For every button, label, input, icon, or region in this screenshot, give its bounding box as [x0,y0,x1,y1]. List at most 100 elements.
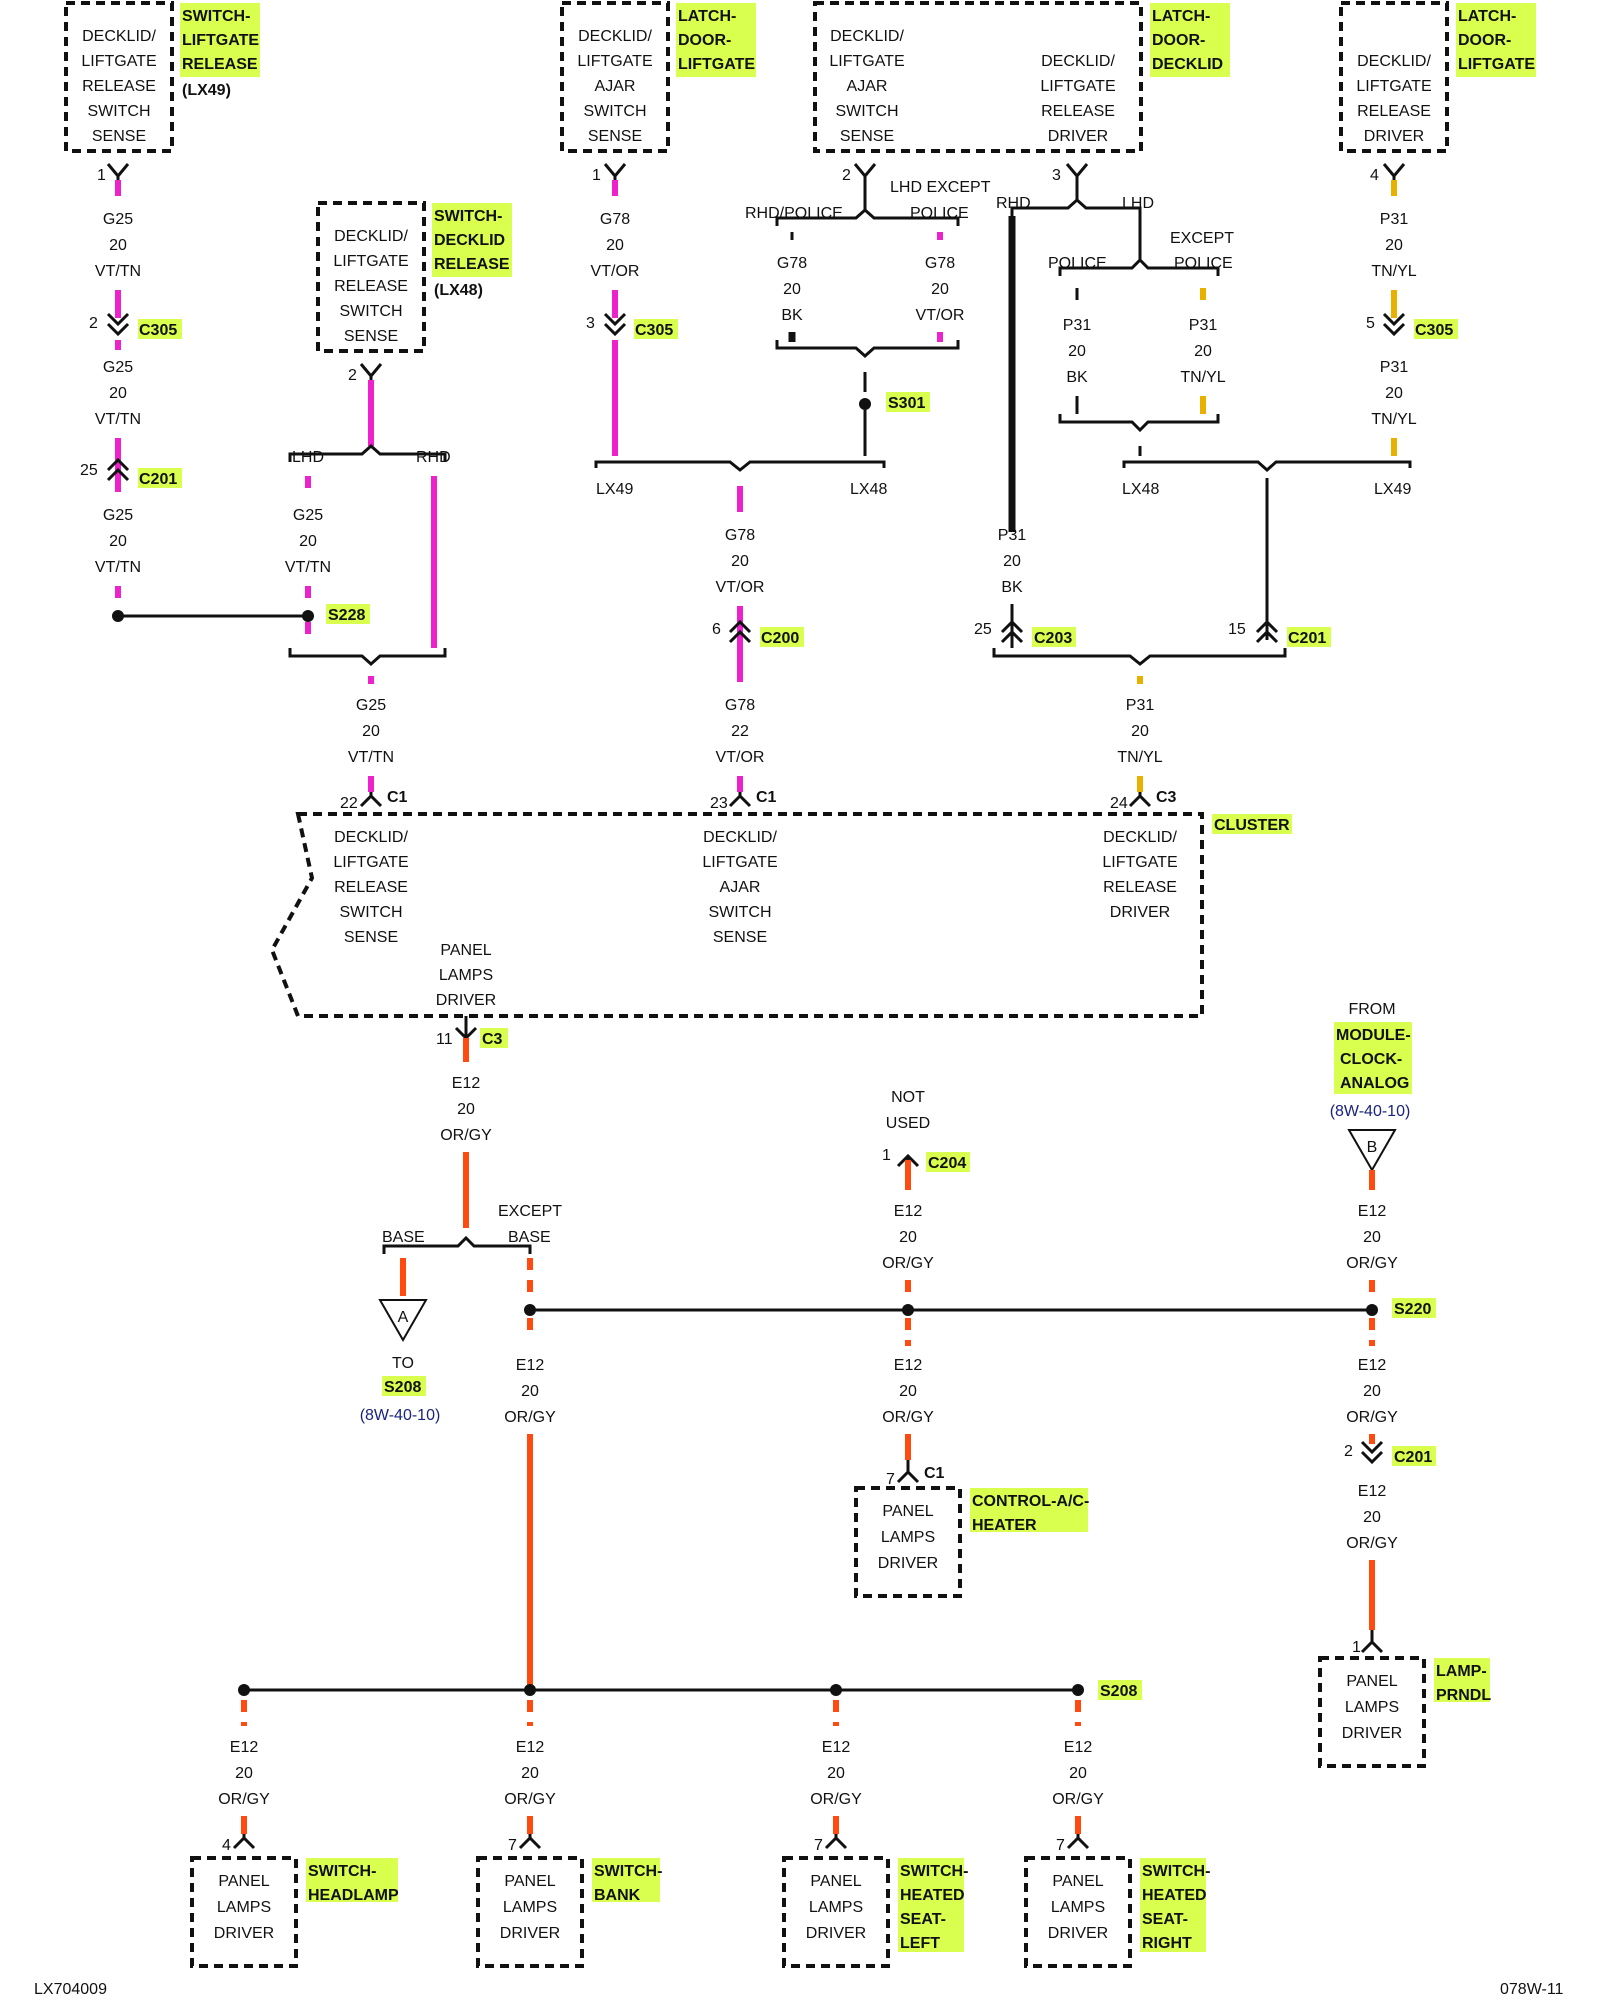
svg-text:OR/GY: OR/GY [810,1791,862,1808]
svg-text:20: 20 [1068,343,1086,360]
svg-text:20: 20 [1003,553,1021,570]
svg-text:PANEL: PANEL [504,1873,555,1890]
svg-text:TN/YL: TN/YL [1117,749,1162,766]
svg-text:SENSE: SENSE [713,929,767,946]
svg-text:LAMPS: LAMPS [217,1899,271,1916]
svg-text:25: 25 [80,462,98,479]
svg-text:S208: S208 [384,1379,421,1396]
svg-text:E12: E12 [452,1075,481,1092]
svg-text:2: 2 [348,367,357,384]
svg-text:C204: C204 [928,1155,966,1172]
svg-text:LIFTGATE: LIFTGATE [829,53,904,70]
svg-text:G25: G25 [103,211,133,228]
svg-text:POLICE: POLICE [1048,255,1107,272]
svg-text:P31: P31 [998,527,1027,544]
svg-text:PANEL: PANEL [218,1873,269,1890]
svg-text:DOOR-: DOOR- [1458,32,1511,49]
svg-text:20: 20 [1363,1229,1381,1246]
svg-text:S208: S208 [1100,1683,1137,1700]
svg-text:RHD: RHD [996,195,1031,212]
svg-text:C200: C200 [761,630,799,647]
svg-text:NOT: NOT [891,1089,925,1106]
footer-right-code: 078W-11 [1500,1981,1564,1998]
svg-text:20: 20 [362,723,380,740]
svg-text:VT/TN: VT/TN [95,559,141,576]
svg-text:LAMP-: LAMP- [1436,1663,1487,1680]
svg-text:SENSE: SENSE [344,929,398,946]
svg-text:RELEASE: RELEASE [1103,879,1177,896]
svg-text:DRIVER: DRIVER [436,992,496,1009]
wire-g25-column: 1 G25 20 VT/TN 2 C305 G25 20 VT/TN 25 C2… [80,163,308,622]
svg-text:LIFTGATE: LIFTGATE [1356,78,1431,95]
svg-text:P31: P31 [1063,317,1092,334]
svg-text:LX48: LX48 [850,481,887,498]
svg-text:CLOCK-: CLOCK- [1340,1051,1402,1068]
svg-text:1: 1 [592,167,601,184]
svg-text:LAMPS: LAMPS [881,1529,935,1546]
svg-text:2: 2 [89,315,98,332]
svg-text:1: 1 [1352,1639,1361,1656]
svg-text:VT/TN: VT/TN [285,559,331,576]
svg-text:SENSE: SENSE [344,328,398,345]
svg-text:SWITCH: SWITCH [339,904,402,921]
svg-text:20: 20 [731,553,749,570]
svg-text:SWITCH-: SWITCH- [900,1863,968,1880]
svg-text:20: 20 [1194,343,1212,360]
svg-text:TN/YL: TN/YL [1371,411,1416,428]
svg-text:(LX49): (LX49) [182,82,231,99]
svg-text:G78: G78 [600,211,630,228]
svg-text:SENSE: SENSE [840,128,894,145]
svg-text:LIFTGATE: LIFTGATE [1102,854,1177,871]
svg-text:SWITCH-: SWITCH- [182,8,250,25]
switch-liftgate-release: DECKLID/ LIFTGATE RELEASE SWITCH SENSE S… [64,1,260,153]
svg-text:3: 3 [586,315,595,332]
svg-text:OR/GY: OR/GY [504,1409,556,1426]
svg-text:(LX48): (LX48) [434,282,483,299]
svg-text:20: 20 [521,1765,539,1782]
svg-text:HEATED: HEATED [900,1887,965,1904]
svg-text:20: 20 [109,533,127,550]
svg-text:VT/OR: VT/OR [591,263,640,280]
svg-text:OR/GY: OR/GY [1052,1791,1104,1808]
svg-text:SWITCH-: SWITCH- [434,208,502,225]
svg-text:G25: G25 [356,697,386,714]
svg-text:20: 20 [1069,1765,1087,1782]
svg-text:S301: S301 [888,395,925,412]
svg-text:G25: G25 [103,359,133,376]
svg-text:LHD EXCEPT: LHD EXCEPT [890,179,991,196]
svg-text:20: 20 [109,237,127,254]
svg-text:E12: E12 [516,1739,545,1756]
latch-door-liftgate-driver: DECKLID/ LIFTGATE RELEASE DRIVER LATCH- … [1339,1,1536,153]
svg-text:20: 20 [1363,1509,1381,1526]
svg-text:BASE: BASE [508,1229,551,1246]
svg-text:SWITCH: SWITCH [583,103,646,120]
svg-text:CLUSTER: CLUSTER [1214,817,1290,834]
svg-text:MODULE-: MODULE- [1336,1027,1411,1044]
svg-text:C305: C305 [139,322,177,339]
svg-text:C1: C1 [387,789,408,806]
svg-text:DECKLID: DECKLID [1152,56,1223,73]
svg-text:PANEL: PANEL [810,1873,861,1890]
svg-text:BANK: BANK [594,1887,641,1904]
svg-text:BK: BK [1001,579,1023,596]
svg-text:CONTROL-A/C-: CONTROL-A/C- [972,1493,1089,1510]
svg-text:(8W-40-10): (8W-40-10) [360,1407,441,1424]
svg-text:POLICE: POLICE [1174,255,1233,272]
svg-text:P31: P31 [1380,211,1409,228]
svg-text:20: 20 [109,385,127,402]
svg-text:1: 1 [97,167,106,184]
svg-text:OR/GY: OR/GY [218,1791,270,1808]
svg-text:SENSE: SENSE [588,128,642,145]
svg-text:RELEASE: RELEASE [334,278,408,295]
svg-text:VT/OR: VT/OR [716,579,765,596]
svg-text:DOOR-: DOOR- [1152,32,1205,49]
svg-text:DRIVER: DRIVER [500,1925,560,1942]
svg-text:C201: C201 [1288,630,1326,647]
svg-text:SWITCH: SWITCH [835,103,898,120]
svg-text:LAMPS: LAMPS [809,1899,863,1916]
svg-text:DECKLID/: DECKLID/ [334,228,408,245]
svg-text:SWITCH: SWITCH [339,303,402,320]
svg-text:DRIVER: DRIVER [878,1555,938,1572]
svg-text:C201: C201 [1394,1449,1432,1466]
